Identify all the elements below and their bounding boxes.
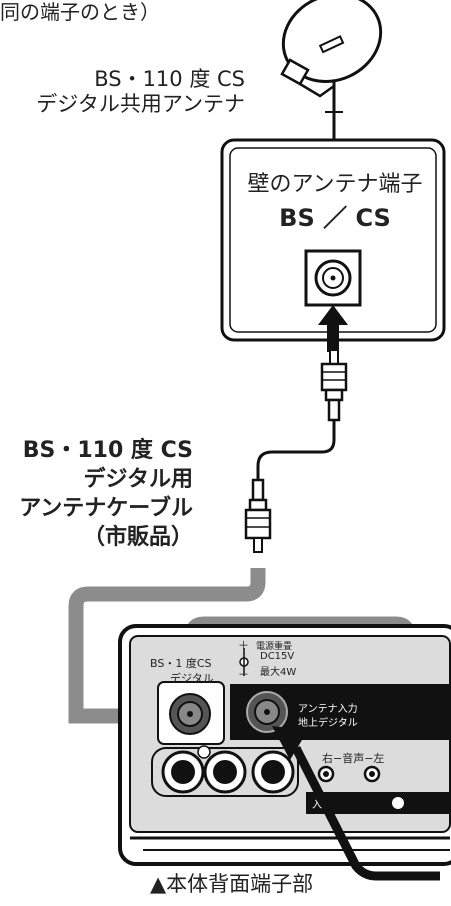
satellite-dish-icon [280,0,383,142]
bs-input-label: BS・1 度CS [150,657,212,670]
insert-arrow [318,305,348,352]
power-label-line2: DC15V [260,651,295,662]
wall-outlet-subtitle: BS ／ CS [279,204,391,232]
top-partial-label: 同の端子のとき） [0,0,160,24]
bs-input-sublabel: デジタル [170,672,214,685]
power-label-line3: 最大4W [260,667,297,678]
black-route-arrow [291,745,440,881]
power-plus: ＋ [238,639,249,652]
f-connector-upper [320,349,348,422]
antenna-cable [256,420,336,480]
black-arrowhead [272,726,308,760]
antenna-input-label: アンテナ入力 [298,704,358,715]
antenna-label-line1: BS・110 度 CS [94,67,245,91]
cable-label-line2: デジタル用 [83,467,193,492]
cable-label-line1: BS・110 度 CS [22,438,193,463]
power-label-line1: 電源重畳 [256,642,293,652]
antenna-label-line2: デジタル共用アンテナ [36,92,245,116]
wall-outlet-title: 壁のアンテナ端子 [247,172,423,197]
antenna-input-sublabel: 地上デジタル [298,718,358,729]
cable-label-line3: アンテナケーブル [19,496,193,521]
input-label: 入 [312,800,322,811]
f-connector-lower [244,478,272,553]
figure-caption: ▲本体背面端子部 [150,872,314,896]
audio-label: 右−音声−左 [322,752,385,765]
cable-label-line4: （市販品） [82,525,193,550]
power-minus: － [238,668,249,681]
gray-route-arrow-left [68,568,266,724]
